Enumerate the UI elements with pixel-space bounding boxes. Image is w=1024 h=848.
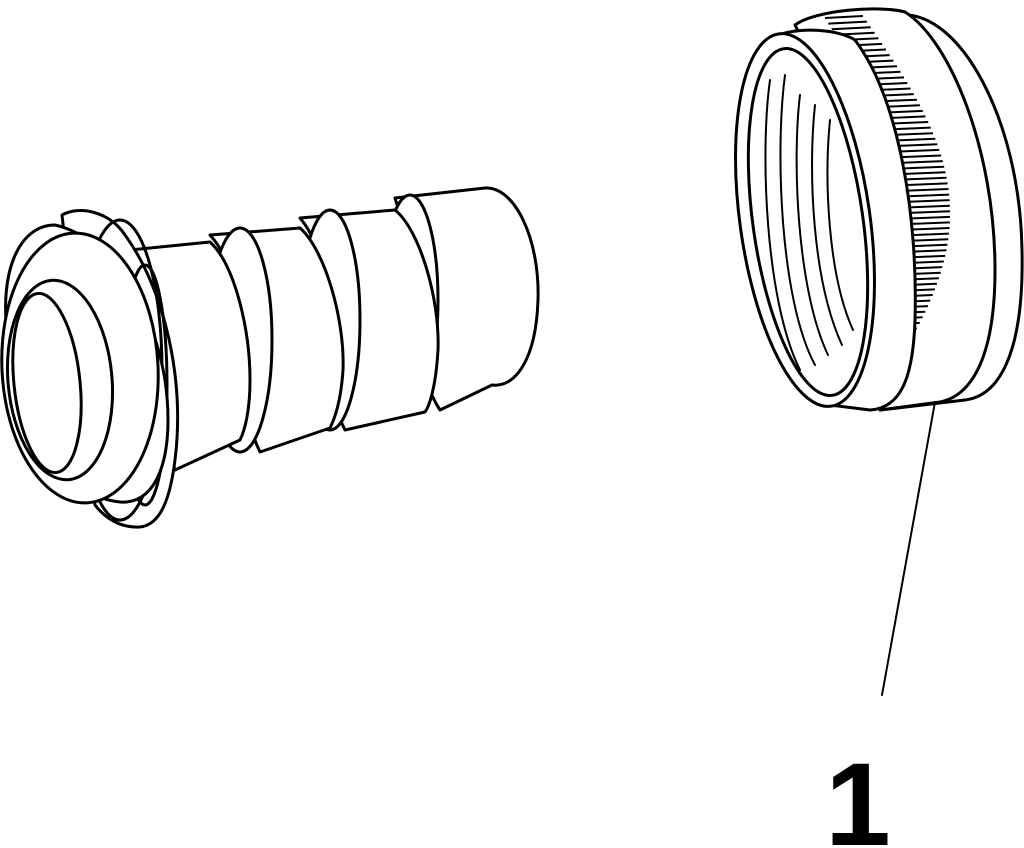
front-opening <box>0 223 170 505</box>
callout-label: 1 <box>825 739 891 848</box>
callout-1: 1 <box>825 401 936 848</box>
knurl-ridge <box>828 20 867 25</box>
leader-line <box>881 401 936 696</box>
hose-barb-nipple <box>0 186 540 529</box>
nut-front-inner-ring <box>746 47 870 397</box>
knurl-ridge <box>831 26 871 31</box>
knurl-ridge <box>824 15 864 19</box>
internal-thread <box>764 74 854 371</box>
knurled-coupling-nut <box>734 7 1024 412</box>
